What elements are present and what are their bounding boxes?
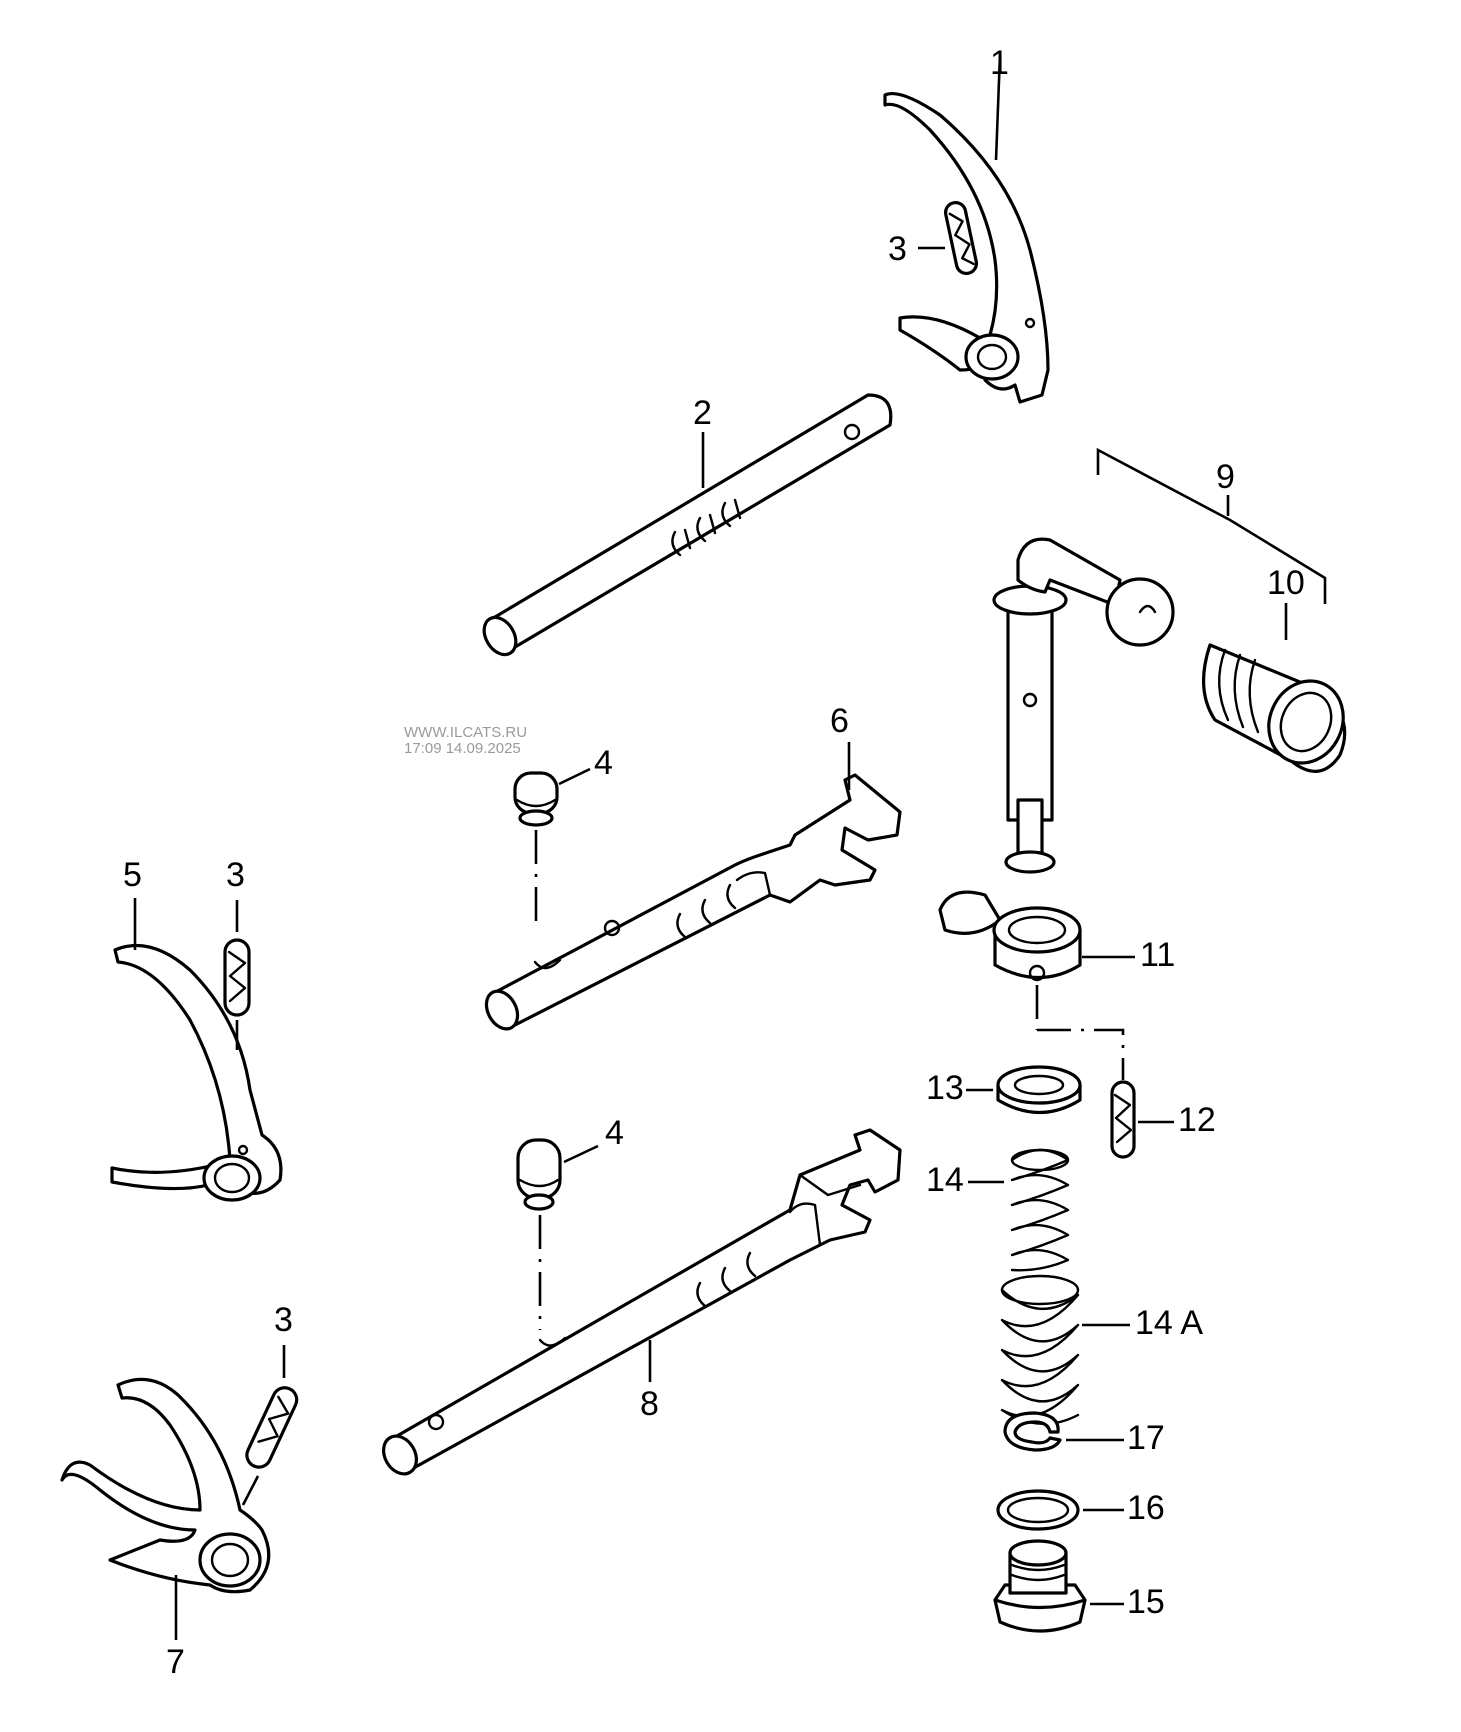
callout-3c: 3	[274, 1301, 293, 1339]
callout-7: 7	[166, 1643, 185, 1681]
callout-1: 1	[990, 44, 1009, 82]
callout-6: 6	[830, 702, 849, 740]
plug-15[interactable]	[993, 1539, 1087, 1633]
callout-9: 9	[1216, 458, 1235, 496]
roll-pin-12[interactable]	[1110, 1080, 1136, 1159]
seal-ring-16[interactable]	[996, 1489, 1080, 1531]
callout-12: 12	[1178, 1101, 1216, 1139]
callout-11: 11	[1140, 936, 1176, 974]
callout-3a: 3	[888, 230, 907, 268]
watermark: WWW.ILCATS.RU 17:09 14.09.2025	[404, 725, 527, 757]
callout-2: 2	[693, 394, 712, 432]
roll-pin-3c[interactable]	[243, 1384, 301, 1471]
callout-4a: 4	[594, 744, 613, 782]
callout-17: 17	[1127, 1419, 1165, 1457]
roll-pin-3a[interactable]	[943, 200, 979, 276]
selector-lever-9[interactable]	[992, 537, 1175, 874]
shift-rod-8[interactable]	[377, 1128, 902, 1480]
callout-5: 5	[123, 856, 142, 894]
callout-10: 10	[1267, 564, 1305, 602]
circlip-17[interactable]	[1003, 1411, 1062, 1452]
watermark-timestamp: 17:09 14.09.2025	[404, 739, 521, 757]
callout-3b: 3	[226, 856, 245, 894]
roll-pin-3b[interactable]	[223, 938, 251, 1017]
watermark-site: WWW.ILCATS.RU	[404, 724, 528, 741]
spring-14[interactable]	[1010, 1148, 1070, 1272]
callout-4b: 4	[605, 1114, 624, 1152]
shift-fork-1[interactable]	[883, 92, 1050, 404]
spring-14a[interactable]	[1000, 1274, 1080, 1425]
callout-14: 14	[926, 1161, 964, 1199]
detent-plunger-4a[interactable]	[513, 771, 559, 827]
detent-plunger-4b[interactable]	[516, 1138, 562, 1211]
callout-8: 8	[640, 1385, 659, 1423]
shift-fork-5[interactable]	[110, 943, 283, 1202]
callout-14a: 14 A	[1135, 1304, 1204, 1342]
washer-13[interactable]	[996, 1065, 1082, 1115]
guide-sleeve-11[interactable]	[938, 890, 1082, 982]
callout-16: 16	[1127, 1489, 1165, 1527]
rubber-boot-10[interactable]	[1201, 643, 1357, 775]
callout-15: 15	[1127, 1583, 1165, 1621]
shift-fork-7[interactable]	[60, 1377, 271, 1594]
shift-rod-6[interactable]	[480, 773, 902, 1034]
callout-13: 13	[926, 1069, 964, 1107]
selector-rod-2[interactable]	[478, 393, 893, 660]
